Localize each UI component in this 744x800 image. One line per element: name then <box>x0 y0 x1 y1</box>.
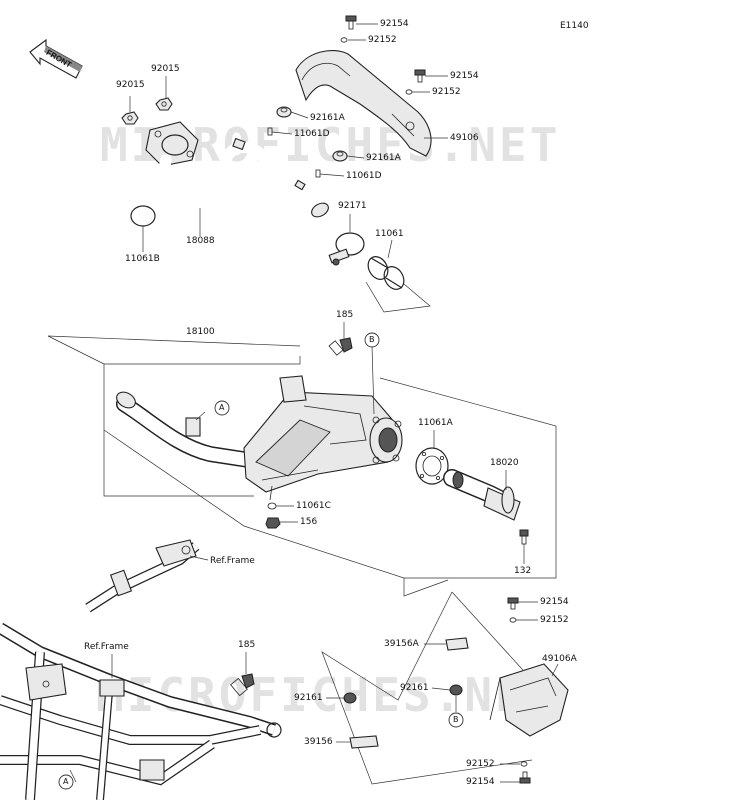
clamp-92171 <box>328 232 365 266</box>
callout-ref-frame-1[interactable]: Ref.Frame <box>210 556 255 566</box>
bolt-92154-low <box>507 597 519 610</box>
grommet-92161-right <box>449 684 463 696</box>
bolt-185-low <box>230 673 255 697</box>
front-arrow-icon: FRONT <box>29 38 83 79</box>
diagram-code: E1140 <box>560 21 589 31</box>
plate-39156a <box>445 637 469 651</box>
callout-92154-bot[interactable]: 92154 <box>466 777 495 787</box>
callout-18100[interactable]: 18100 <box>186 327 215 337</box>
callout-92152-bot[interactable]: 92152 <box>466 759 495 769</box>
bolt-92154-bot <box>519 771 531 784</box>
ref-letter-b-lower: B <box>453 715 459 724</box>
washer-92152-mid <box>405 89 413 95</box>
gasket-11061a <box>415 447 449 485</box>
leader-lines <box>69 23 559 783</box>
callout-11061a[interactable]: 11061A <box>418 418 453 428</box>
spark-arrester-18020 <box>443 469 521 521</box>
heat-guard-49106 <box>295 50 432 157</box>
callout-92015-a[interactable]: 92015 <box>116 80 145 90</box>
ref-marker-a-upper <box>214 400 230 416</box>
callout-11061b[interactable]: 11061B <box>125 254 160 264</box>
ref-letter-a-upper: A <box>219 403 225 412</box>
screw-132 <box>519 529 529 545</box>
ref-letter-b-upper: B <box>369 335 375 344</box>
callout-185-low[interactable]: 185 <box>238 640 256 650</box>
nut-92015-b <box>155 97 173 111</box>
gasket-11061 <box>367 256 405 290</box>
bolt-156 <box>265 517 281 529</box>
exhaust-flange <box>145 121 199 167</box>
callout-92152-mid[interactable]: 92152 <box>432 87 461 97</box>
watermark-bottom: MICROFICHES.NET <box>96 668 557 722</box>
callout-92154-top[interactable]: 92154 <box>380 19 409 29</box>
callout-49106a[interactable]: 49106A <box>542 654 577 664</box>
callout-92015-b[interactable]: 92015 <box>151 64 180 74</box>
callout-39156[interactable]: 39156 <box>304 737 333 747</box>
ref-marker-b-lower <box>448 712 464 728</box>
plate-39156 <box>349 735 379 749</box>
callout-92152-top[interactable]: 92152 <box>368 35 397 45</box>
grommet-92161a-top <box>276 106 292 118</box>
callout-39156a[interactable]: 39156A <box>384 639 419 649</box>
frame-bracket-middle <box>85 539 200 613</box>
callout-92152-low[interactable]: 92152 <box>540 615 569 625</box>
callout-132[interactable]: 132 <box>514 566 532 576</box>
collar-11061d-top <box>267 127 273 136</box>
ref-marker-a-lower <box>58 774 74 790</box>
washer-11061c <box>267 502 277 510</box>
heat-guard-49106a <box>489 663 569 737</box>
washer-92152-top <box>340 37 348 43</box>
callout-92161-left[interactable]: 92161 <box>294 693 323 703</box>
muffler-inlet-pipe <box>116 391 270 470</box>
callout-ref-frame-2[interactable]: Ref.Frame <box>84 642 129 652</box>
grommet-92161-left <box>343 692 357 704</box>
gasket-11061b <box>130 205 156 227</box>
callout-11061c[interactable]: 11061C <box>296 501 331 511</box>
callout-11061d-top[interactable]: 11061D <box>294 129 330 139</box>
callout-18020[interactable]: 18020 <box>490 458 519 468</box>
callout-92171[interactable]: 92171 <box>338 201 367 211</box>
nut-92015-a <box>121 111 139 125</box>
ref-letter-a-lower: A <box>63 777 69 786</box>
callout-92154-mid[interactable]: 92154 <box>450 71 479 81</box>
muffler-18100 <box>243 375 403 501</box>
ref-marker-b-upper <box>364 332 380 348</box>
callout-11061[interactable]: 11061 <box>375 229 404 239</box>
callout-92154-low[interactable]: 92154 <box>540 597 569 607</box>
callout-185-top[interactable]: 185 <box>336 310 354 320</box>
callout-156[interactable]: 156 <box>300 517 318 527</box>
motorcycle-frame <box>0 622 282 800</box>
exhaust-pipe-18088 <box>158 137 329 218</box>
bolt-92154-mid <box>414 69 426 83</box>
bolt-92154-top <box>345 15 357 30</box>
callout-92161a-mid[interactable]: 92161A <box>366 153 401 163</box>
grommet-92161a-mid <box>332 150 348 162</box>
callout-92161-right[interactable]: 92161 <box>400 683 429 693</box>
callout-18088[interactable]: 18088 <box>186 236 215 246</box>
washer-92152-low <box>509 617 517 623</box>
callout-11061d-mid[interactable]: 11061D <box>346 171 382 181</box>
washer-92152-bot <box>520 761 528 767</box>
collar-11061d-mid <box>315 169 321 178</box>
bolt-185-top <box>328 337 353 356</box>
callout-92161a-top[interactable]: 92161A <box>310 113 345 123</box>
callout-49106[interactable]: 49106 <box>450 133 479 143</box>
